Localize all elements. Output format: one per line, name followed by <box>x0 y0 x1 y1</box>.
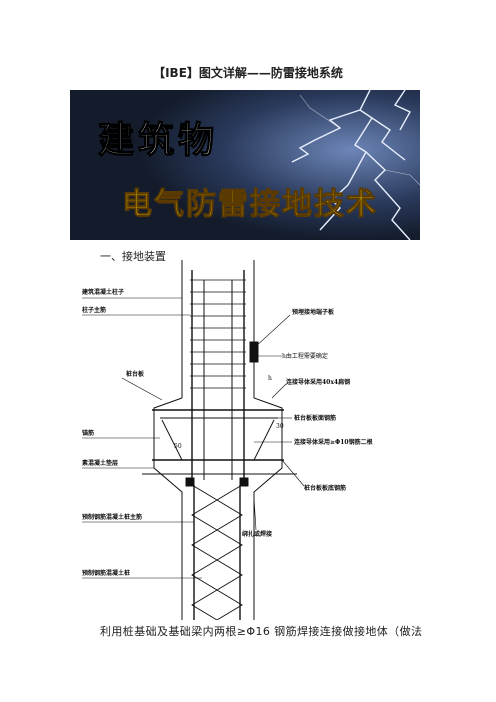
label-concrete-pad: 素混凝土垫层 <box>82 459 118 467</box>
label-pile-main-bar: 预制钢筋混凝土桩主筋 <box>82 513 142 521</box>
banner-line2: 电气防雷接地技术 <box>122 187 378 222</box>
body-paragraph: 利用桩基础及基础梁内两根≥Φ16 钢筋焊接连接做接地体（做法 <box>100 625 423 638</box>
pile-cap-right <box>253 397 283 620</box>
lightning-icon <box>291 90 411 240</box>
label-terminal-plate: 预埋接地端子板 <box>292 308 335 316</box>
title-banner-image: 建筑物 电气防雷接地技术 <box>70 90 420 240</box>
label-dim-mark: 30 <box>276 423 284 430</box>
label-round-bar: 连接导体采用≥Φ10钢筋二根 <box>294 438 373 446</box>
label-angle-mark: 50 <box>174 443 182 450</box>
label-bottom-rebar: 桩台板板底钢筋 <box>304 484 346 492</box>
label-bind-weld: 绑扎或焊接 <box>242 530 272 538</box>
banner-art: 建筑物 电气防雷接地技术 <box>70 90 420 240</box>
anchor-bar <box>253 419 275 461</box>
pile-zigzag <box>191 484 243 620</box>
label-top-rebar: 桩台板板面钢筋 <box>294 414 336 422</box>
label-precast-pile: 预制钢筋混凝土桩 <box>82 569 130 577</box>
label-h-mark: h <box>268 375 272 382</box>
pile-head-block <box>185 477 195 487</box>
banner-line1: 建筑物 <box>98 119 218 161</box>
document-title: 【IBE】图文详解——防雷接地系统 <box>153 66 343 80</box>
section-heading: 一、接地装置 <box>100 250 166 263</box>
banner-background <box>70 90 420 240</box>
terminal-plate <box>249 341 259 363</box>
label-pile-cap: 桩台板 <box>126 370 145 378</box>
label-column-main-bar: 柱子主筋 <box>82 306 106 314</box>
label-flat-steel: 连接导体采用40x4扁钢 <box>286 378 350 386</box>
grounding-diagram: 建筑混凝土柱子 柱子主筋 桩台板 锚筋 素混凝土垫层 预制钢筋混凝土桩主筋 预制… <box>82 260 402 620</box>
grounding-diagram-svg: 建筑混凝土柱子 柱子主筋 桩台板 锚筋 素混凝土垫层 预制钢筋混凝土桩主筋 预制… <box>82 260 373 620</box>
pile-zigzag <box>191 484 243 620</box>
pile-head-block <box>239 477 249 487</box>
label-h-note: h由工程需要确定 <box>282 352 328 360</box>
label-column: 建筑混凝土柱子 <box>82 288 124 296</box>
anchor-bar <box>161 419 183 461</box>
label-anchor-bar: 锚筋 <box>82 429 94 437</box>
